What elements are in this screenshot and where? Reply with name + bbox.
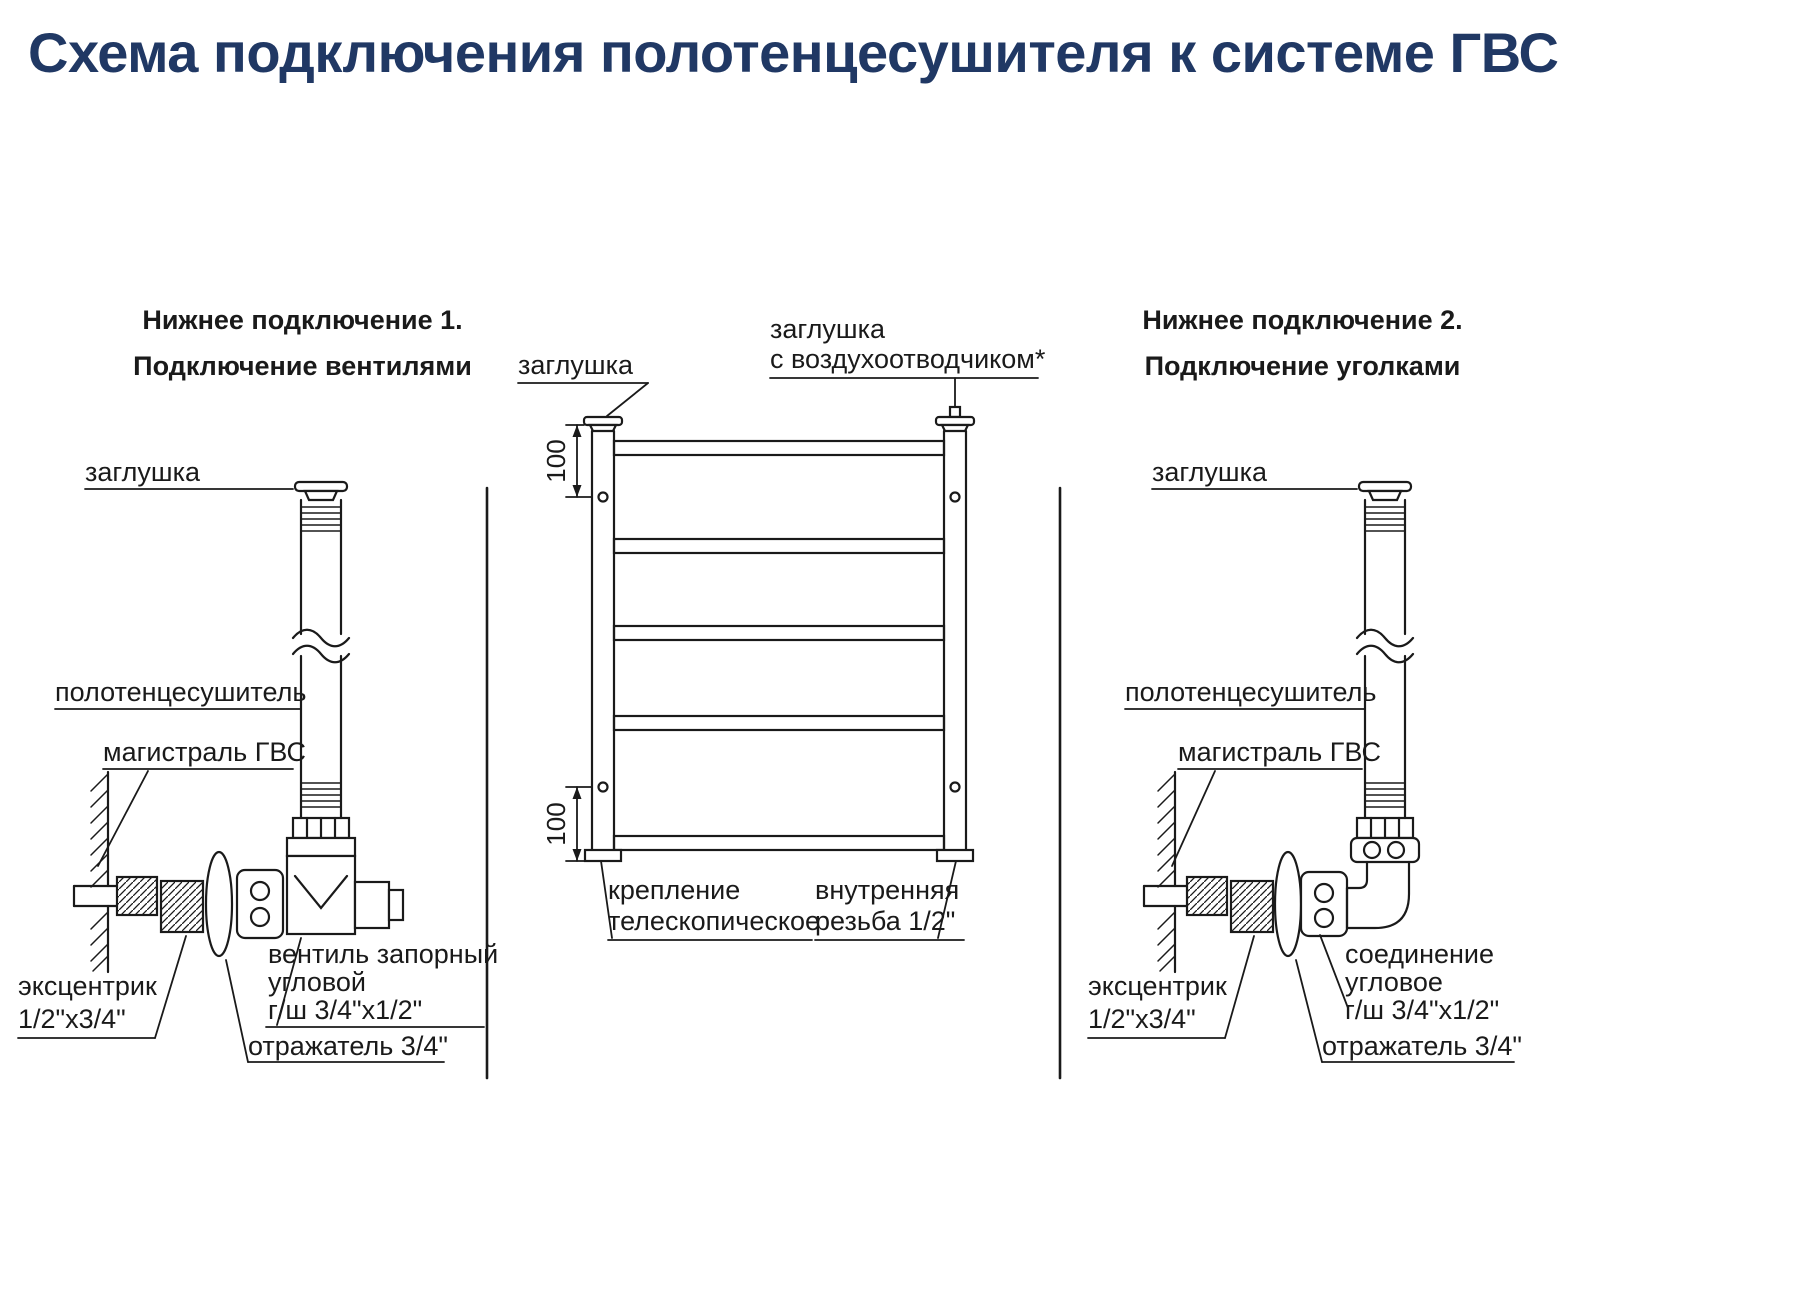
right-label-main-line: магистраль ГВС (1178, 737, 1381, 767)
right-label-eccentric-1: эксцентрик (1088, 971, 1227, 1001)
left-heading-1: Нижнее подключение 1. (142, 305, 463, 335)
left-label-main-line: магистраль ГВС (103, 737, 306, 767)
right-label-joint-1: соединение (1345, 939, 1495, 969)
left-label-eccentric-2: 1/2"х3/4" (18, 1004, 126, 1034)
left-plug-cap (293, 480, 349, 493)
left-label-rail: полотенцесушитель (55, 677, 307, 707)
center-foot-right (935, 848, 975, 863)
left-supply-pipe (72, 884, 119, 908)
left-wall (90, 770, 110, 974)
center-label-plug-right-2: с воздухоотводчиком* (770, 344, 1046, 374)
mount-hole (949, 491, 961, 503)
right-eccentric-shape (1185, 875, 1275, 934)
center-plug-right (934, 415, 976, 427)
center-dimensions (565, 424, 593, 862)
right-heading-2: Подключение уголками (1144, 351, 1461, 381)
right-label-joint-3: г/ш 3/4"х1/2" (1345, 995, 1500, 1025)
right-reflector-shape (1273, 850, 1303, 958)
right-label-reflector: отражатель 3/4" (1322, 1031, 1522, 1061)
mount-hole (949, 781, 961, 793)
left-eccentric-shape (115, 875, 205, 934)
center-leader-lines (517, 377, 1039, 941)
left-label-valve-3: г/ш 3/4"х1/2" (268, 995, 423, 1025)
right-supply-pipe (1142, 884, 1189, 908)
left-label-plug: заглушка (85, 457, 200, 487)
right-label-plug: заглушка (1152, 457, 1267, 487)
left-label-valve-1: вентиль запорный (268, 939, 499, 969)
left-label-valve-2: угловой (268, 967, 366, 997)
left-label-eccentric-1: эксцентрик (18, 971, 157, 1001)
left-leader-lines (17, 488, 485, 1063)
dimension-100-bottom: 100 (541, 802, 571, 846)
right-union-nut (1299, 870, 1349, 938)
right-heading-1: Нижнее подключение 2. (1142, 305, 1463, 335)
right-label-eccentric-2: 1/2"х3/4" (1088, 1004, 1196, 1034)
left-valve (285, 816, 405, 936)
mount-hole (597, 781, 609, 793)
right-elbow (1345, 816, 1421, 930)
center-foot-left (583, 848, 623, 863)
left-towel-pipe (291, 480, 351, 820)
center-label-mount-1: крепление (608, 875, 741, 905)
right-plug-cap (1357, 480, 1413, 493)
left-reflector-shape (204, 850, 234, 958)
center-label-thread-2: резьба 1/2" (815, 906, 956, 936)
right-leader-lines (1087, 488, 1515, 1063)
page-title: Схема подключения полотенцесушителя к си… (28, 21, 1559, 84)
right-wall (1157, 770, 1177, 974)
right-label-rail: полотенцесушитель (1125, 677, 1377, 707)
center-label-plug-left: заглушка (518, 350, 633, 380)
center-plug-left (582, 415, 624, 427)
dimension-100-top: 100 (541, 439, 571, 483)
center-label-mount-2: телескопическое (608, 906, 821, 936)
center-label-thread-1: внутренняя (815, 875, 960, 905)
left-heading-2: Подключение вентилями (133, 351, 472, 381)
right-label-joint-2: угловое (1345, 967, 1443, 997)
mount-hole (597, 491, 609, 503)
center-rail (582, 405, 976, 863)
left-label-reflector: отражатель 3/4" (248, 1031, 448, 1061)
right-towel-pipe (1355, 480, 1415, 820)
left-union-nut (235, 868, 285, 940)
center-air-vent (948, 405, 962, 419)
center-label-plug-right-1: заглушка (770, 314, 885, 344)
